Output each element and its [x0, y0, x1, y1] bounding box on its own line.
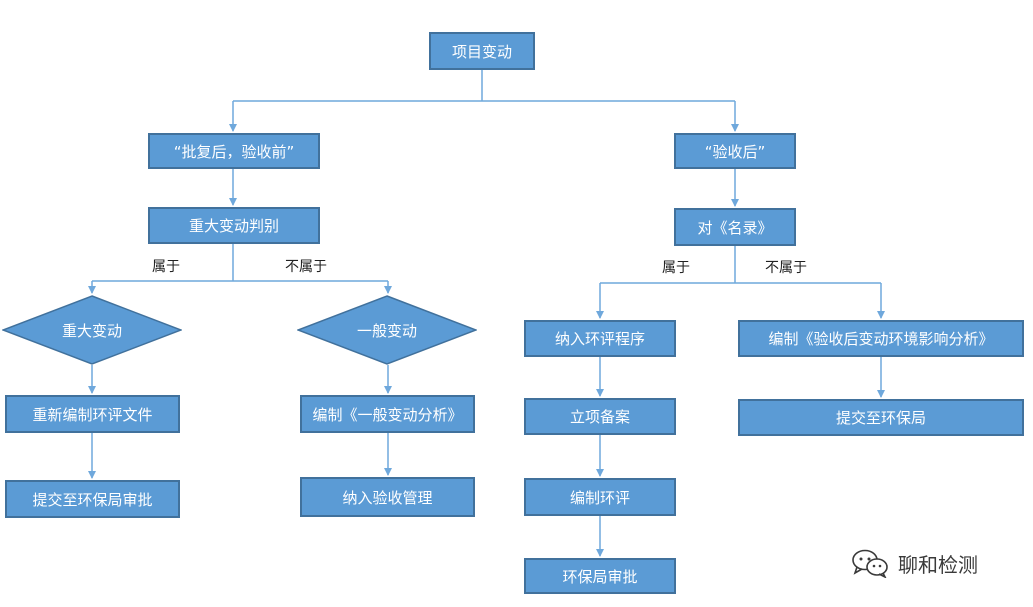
label-left-not-belongs: 不属于 — [285, 259, 327, 275]
decision-major-change: 重大变动 — [2, 295, 182, 365]
node-include-eia-procedure: 纳入环评程序 — [524, 320, 676, 357]
watermark: 聊和检测 — [850, 545, 978, 581]
node-recompile-eia: 重新编制环评文件 — [5, 395, 180, 433]
diamond-shape — [2, 295, 182, 365]
node-compile-general-analysis: 编制《一般变动分析》 — [300, 395, 475, 433]
label-left-belongs: 属于 — [152, 259, 180, 275]
node-compile-post-acceptance-analysis: 编制《验收后变动环境影响分析》 — [738, 320, 1024, 357]
decision-general-change: 一般变动 — [297, 295, 477, 365]
node-major-change-judgement: 重大变动判别 — [148, 207, 320, 244]
node-submit-approval-left: 提交至环保局审批 — [5, 480, 180, 518]
node-after-acceptance: “验收后” — [674, 133, 796, 169]
node-submit-bureau: 提交至环保局 — [738, 399, 1024, 436]
label-right-belongs: 属于 — [662, 260, 690, 276]
wechat-icon — [852, 549, 888, 578]
decision-major-change-label: 重大变动 — [61, 321, 122, 340]
node-check-list: 对《名录》 — [674, 208, 796, 246]
watermark-text: 聊和检测 — [898, 552, 978, 577]
node-bureau-approval: 环保局审批 — [524, 558, 676, 594]
node-include-acceptance-mgmt: 纳入验收管理 — [300, 477, 475, 517]
decision-general-change-label: 一般变动 — [356, 321, 417, 340]
node-project-filing: 立项备案 — [524, 398, 676, 435]
diamond-shape — [297, 295, 477, 365]
node-before-acceptance: “批复后，验收前” — [148, 133, 320, 169]
label-right-not-belongs: 不属于 — [765, 260, 807, 276]
node-compile-eia: 编制环评 — [524, 478, 676, 516]
node-project-change: 项目变动 — [429, 32, 535, 70]
